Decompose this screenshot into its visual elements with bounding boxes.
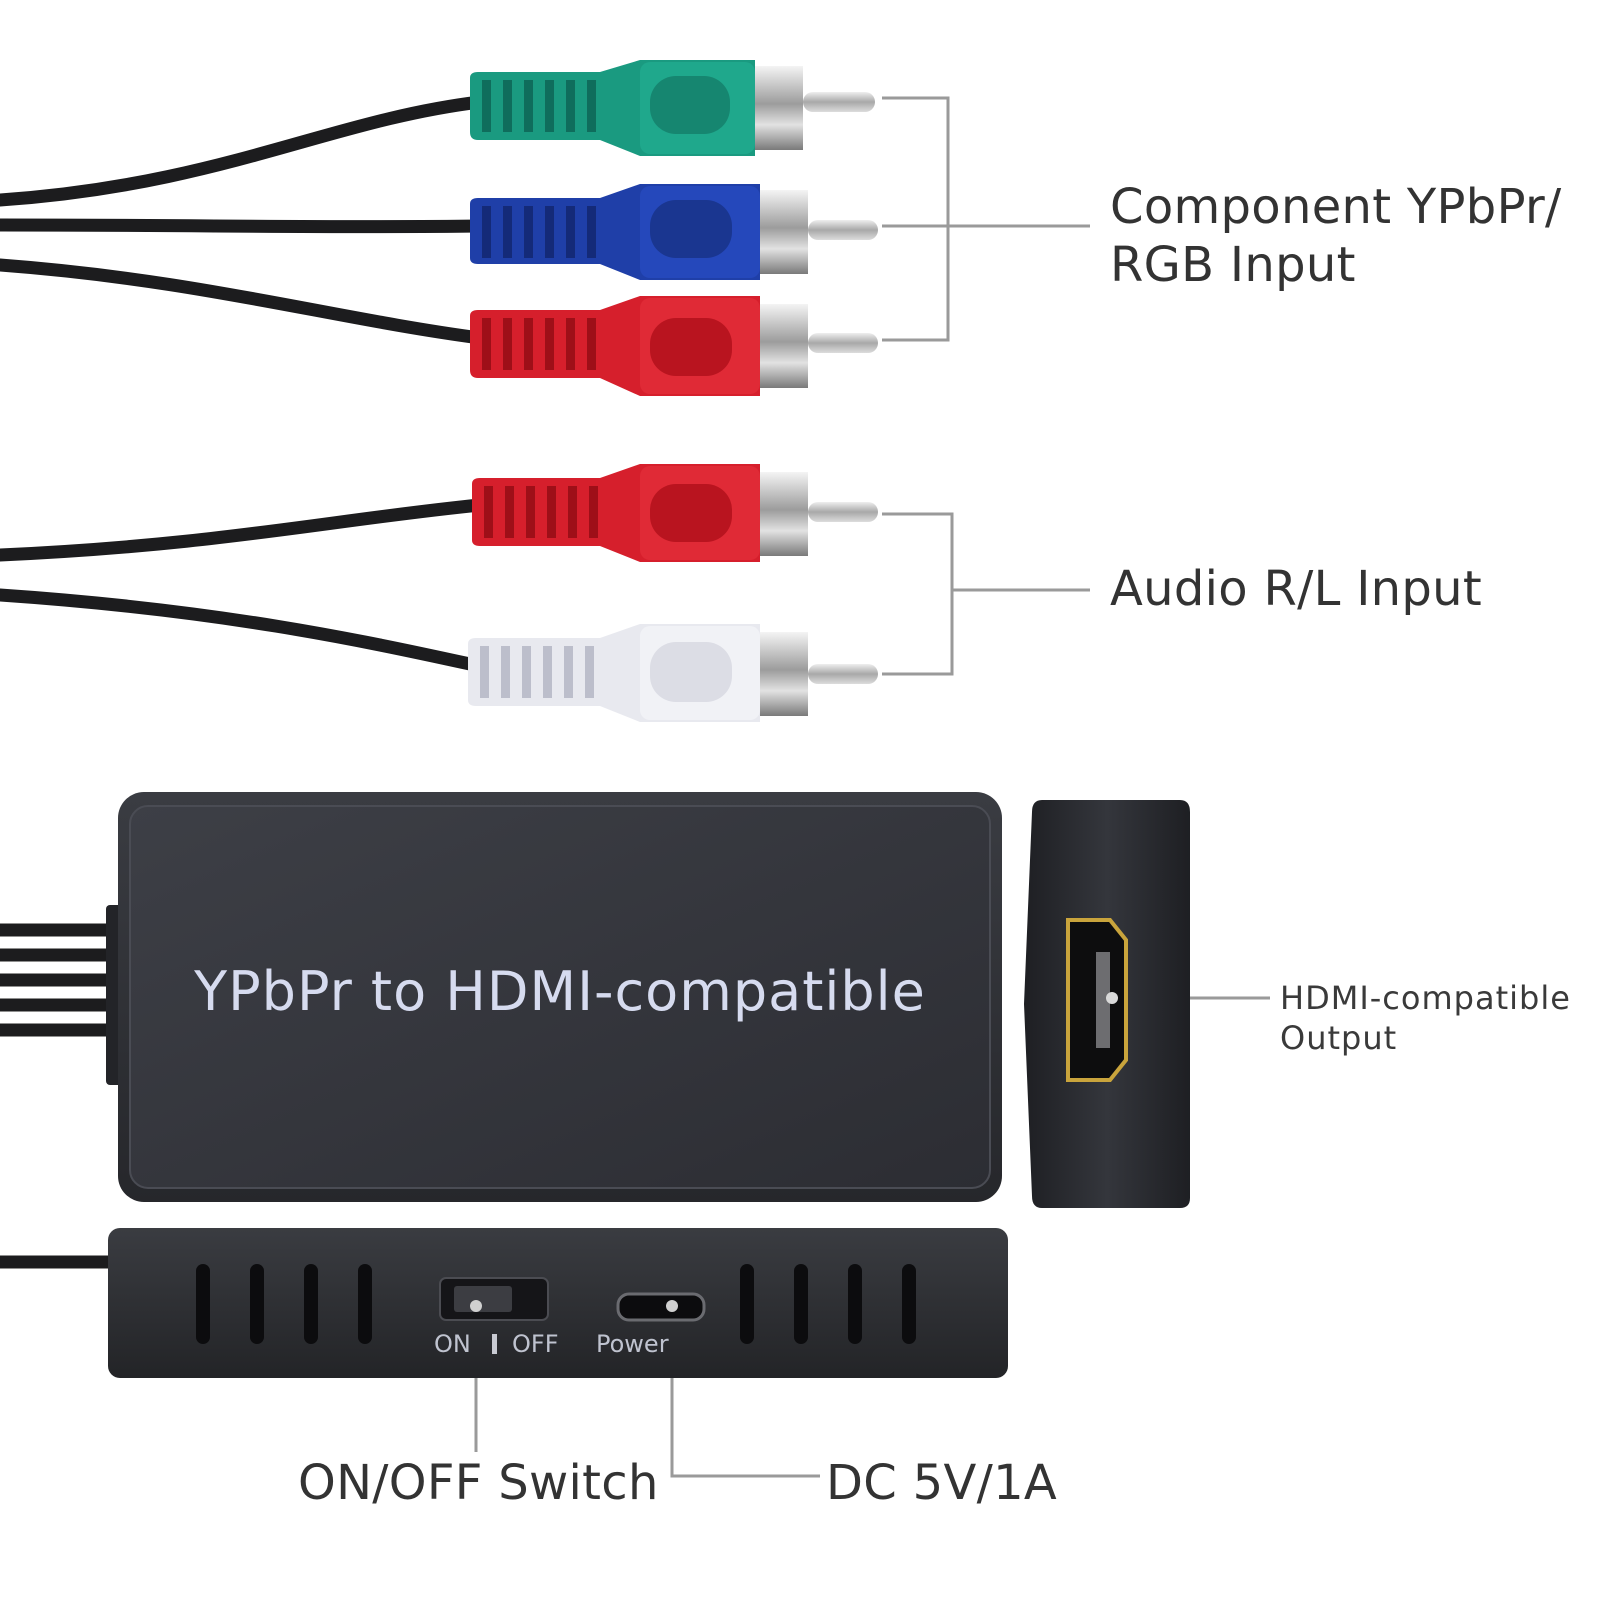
hdmi-output-label: HDMI-compatible Output	[1280, 978, 1571, 1058]
power-port-divider	[492, 1334, 497, 1354]
bracket-component	[882, 96, 1090, 342]
hdmi-output-line1: HDMI-compatible	[1280, 979, 1571, 1017]
cable-blue	[0, 218, 487, 234]
switch-callout-label: ON/OFF Switch	[298, 1455, 659, 1511]
rca-cables	[0, 95, 487, 1269]
bracket-audio	[882, 512, 1090, 676]
cable-green	[0, 95, 487, 207]
converter-box	[106, 792, 1002, 1202]
dc-power-callout-label: DC 5V/1A	[826, 1455, 1058, 1511]
rca-plug-white-audio	[468, 624, 878, 722]
power-port-label: Power	[596, 1330, 669, 1358]
cable-red-audio	[0, 498, 487, 562]
rca-plug-red-audio	[472, 464, 878, 562]
component-input-label: Component YPbPr/ RGB Input	[1110, 178, 1561, 294]
switch-on-label: ON	[434, 1330, 471, 1358]
switch-off-label: OFF	[512, 1330, 559, 1358]
cable-white-audio	[0, 588, 477, 671]
cable-red-video	[0, 258, 487, 345]
rca-plug-green	[470, 60, 875, 156]
component-input-line1: Component YPbPr/	[1110, 179, 1562, 235]
on-off-switch[interactable]	[439, 1277, 549, 1321]
audio-input-label: Audio R/L Input	[1110, 561, 1482, 617]
hdmi-output-line2: Output	[1280, 1019, 1398, 1057]
cable-bundle	[0, 923, 127, 1037]
device-title: YPbPr to HDMI-compatible	[194, 960, 926, 1023]
rca-plug-red-video	[470, 296, 878, 396]
component-input-line2: RGB Input	[1110, 237, 1356, 293]
micro-usb-power-port[interactable]	[616, 1292, 706, 1322]
side-panel	[108, 1228, 1008, 1378]
hdmi-output-housing	[1024, 800, 1190, 1208]
rca-plug-blue	[470, 184, 878, 280]
